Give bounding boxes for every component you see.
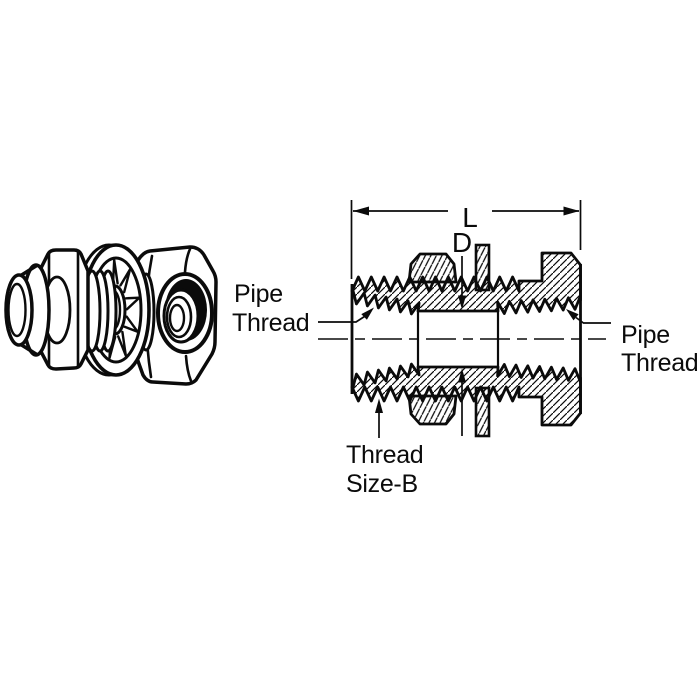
section-nut-bottom [407, 394, 458, 426]
leader-left-arrowhead [361, 307, 374, 320]
thread-size-line2: Size-B [346, 470, 418, 498]
iso-pipe-end [4, 273, 34, 347]
section-panel-bottom [474, 386, 491, 438]
section-wall-top [350, 251, 582, 316]
thread-size-line1: Thread [346, 441, 423, 469]
pipe-thread-left-line2: Thread [232, 309, 309, 337]
leader-right-arrowhead [566, 309, 579, 321]
section-panel-top [474, 243, 491, 292]
pipe-thread-right-line1: Pipe [621, 321, 670, 349]
thread-size-callout: Thread Size-B [346, 398, 424, 498]
section-wall-bottom [350, 362, 582, 427]
arrowhead-down [458, 295, 466, 310]
leader-left [318, 315, 365, 323]
isometric-view [4, 243, 218, 386]
cross-section-view: L D Pipe Thread Pipe Thread Thread Siz [232, 200, 699, 498]
pipe-thread-left-line1: Pipe [234, 280, 283, 308]
dim-L-label: L [462, 202, 478, 233]
arrowhead-right [563, 206, 580, 216]
dim-D-label: D [452, 227, 472, 258]
pipe-thread-right-line2: Thread [621, 349, 698, 377]
arrowhead-left [353, 206, 369, 216]
length-dimension: L [350, 200, 582, 279]
extension-lines [350, 200, 582, 279]
pipe-thread-callout-left: Pipe Thread [232, 280, 374, 337]
arrowhead-up [458, 368, 466, 383]
iso-hole-thread-3 [168, 303, 186, 333]
iso-pipe-end-inner [7, 282, 27, 338]
leader-bottom-arrowhead [375, 398, 383, 413]
section-nut-top [407, 252, 458, 284]
pipe-thread-callout-right: Pipe Thread [566, 309, 699, 377]
leader-right [575, 316, 611, 324]
bore-dimension: D [452, 227, 472, 436]
